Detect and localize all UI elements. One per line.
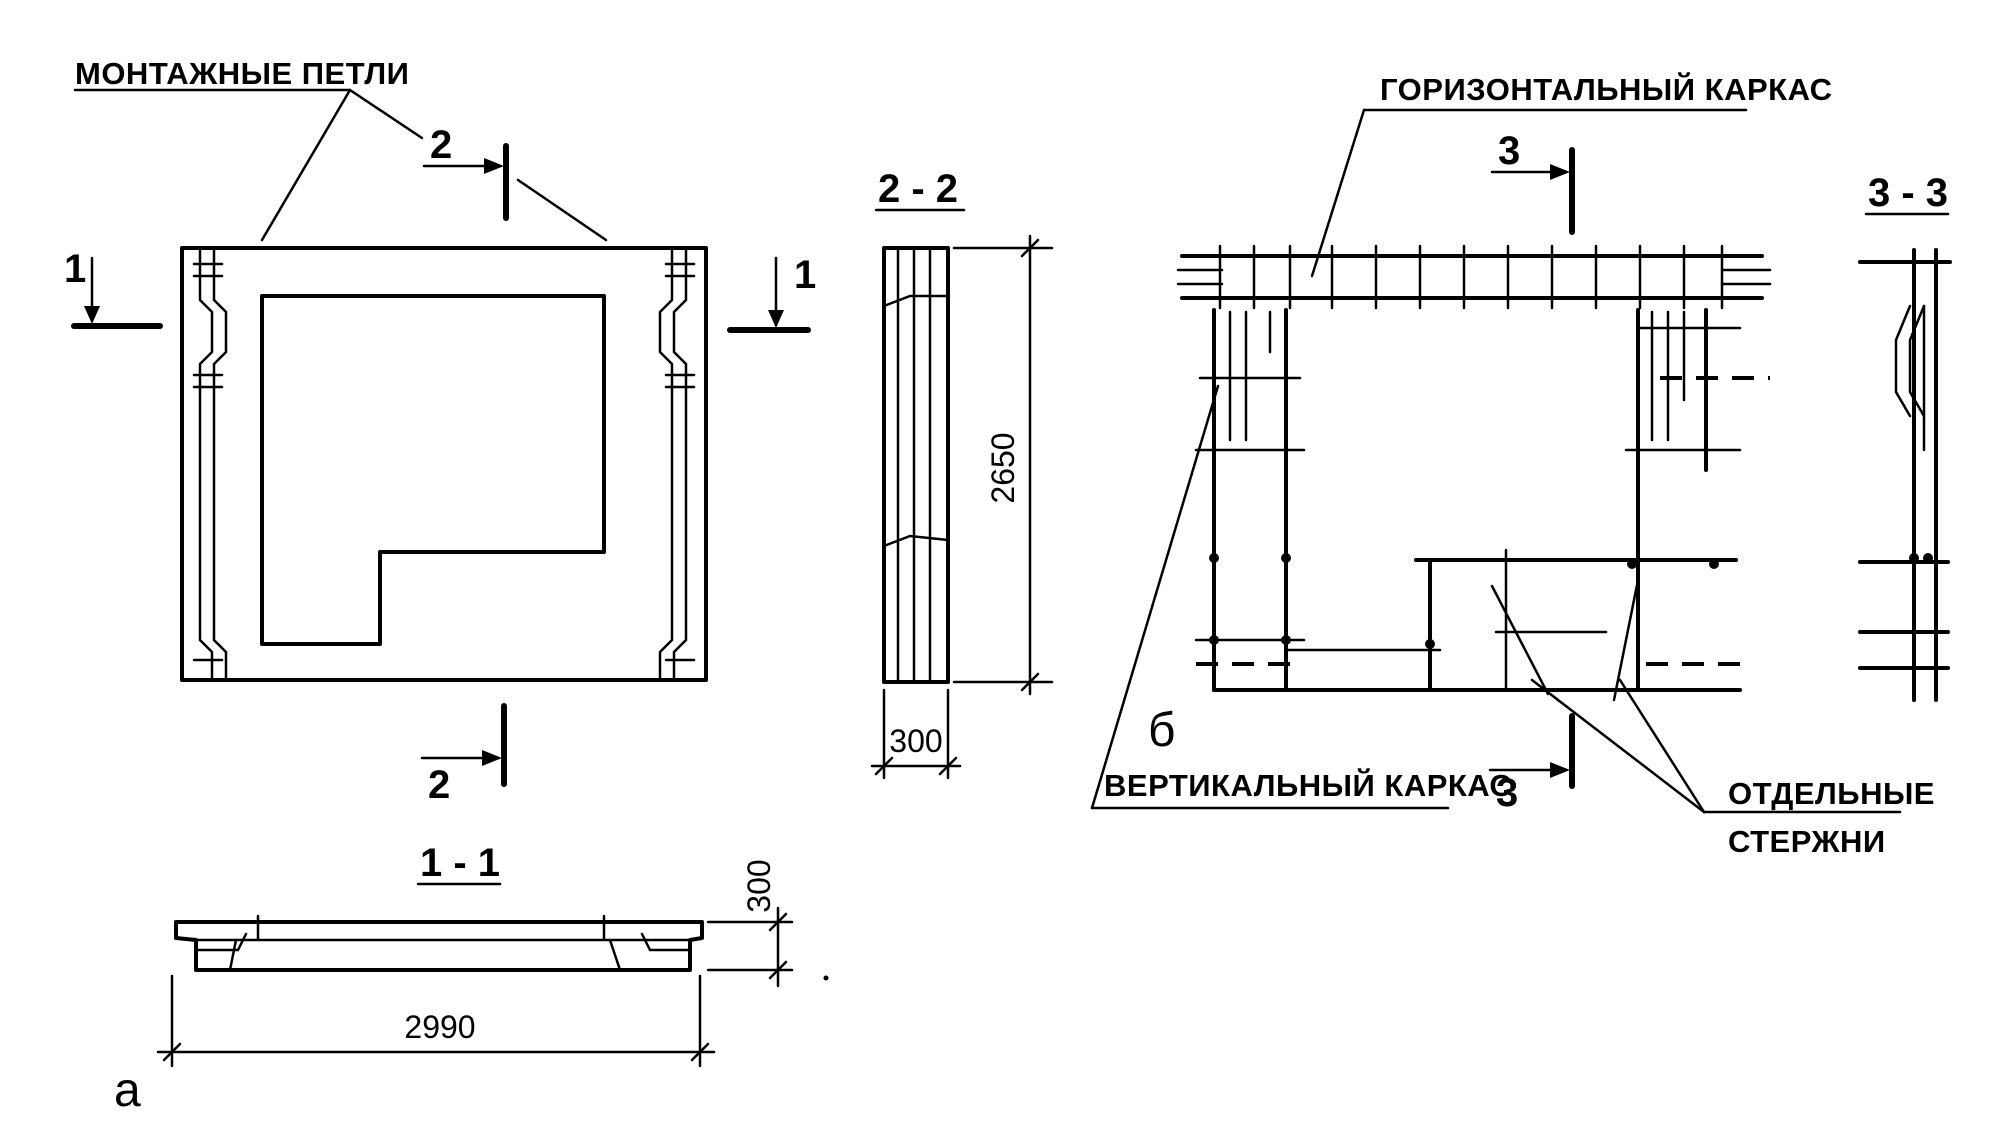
section-3-bottom-label: 3	[1496, 771, 1518, 815]
dimension-height: 2650	[985, 432, 1021, 503]
separate-bars-label-line1: ОТДЕЛЬНЫЕ	[1728, 776, 1935, 811]
view-letter-a: а	[114, 1064, 141, 1117]
vertical-frame-label: ВЕРТИКАЛЬНЫЙ КАРКАС	[1104, 767, 1512, 803]
section-1-1-title: 1 - 1	[420, 841, 500, 885]
panel-elevation-view: МОНТАЖНЫЕ ПЕТЛИ 1 1 2 2	[64, 56, 816, 807]
section-1-1-view: 1 - 1 300 2990 а	[114, 841, 829, 1117]
dimension-thickness-bottom: 300	[741, 859, 777, 912]
section-3-3-view: 3 - 3	[1858, 171, 1952, 702]
section-2-2-title: 2 - 2	[878, 167, 958, 211]
section-2-2-view: 2 - 2 2650 300	[870, 167, 1054, 780]
dimension-thickness-side: 300	[889, 723, 942, 759]
section-2-top-label: 2	[430, 123, 452, 167]
separate-bars-label-line2: СТЕРЖНИ	[1728, 824, 1886, 859]
horizontal-frame-label: ГОРИЗОНТАЛЬНЫЙ КАРКАС	[1380, 71, 1833, 107]
reinforcement-cage-view: 3 3 ГОРИЗОНТАЛЬНЫЙ КАРКАС ВЕРТИКАЛЬНЫЙ К…	[1090, 71, 1935, 859]
horizontal-frame-stirrups	[1218, 244, 1724, 310]
section-1-right-label: 1	[794, 253, 816, 297]
section-3-3-title: 3 - 3	[1868, 171, 1948, 215]
section-3-top-label: 3	[1498, 129, 1520, 173]
mounting-loops-label: МОНТАЖНЫЕ ПЕТЛИ	[75, 56, 409, 91]
section-1-left-label: 1	[64, 247, 86, 291]
dimension-width: 2990	[404, 1009, 475, 1045]
section-2-bottom-label: 2	[428, 763, 450, 807]
view-letter-b: б	[1148, 704, 1176, 757]
